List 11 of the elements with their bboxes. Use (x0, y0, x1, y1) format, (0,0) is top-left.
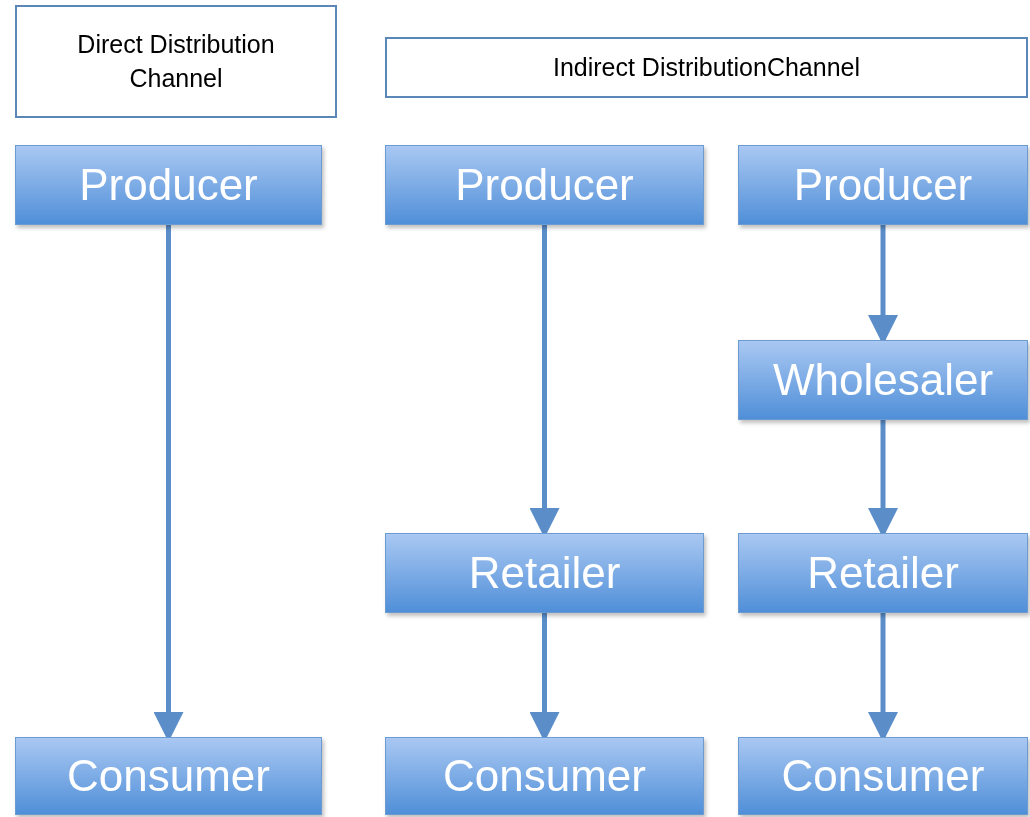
heading-box: Direct Distribution Channel (15, 5, 337, 118)
process-box: Consumer (738, 737, 1028, 815)
process-box: Wholesaler (738, 340, 1028, 420)
process-box: Consumer (385, 737, 704, 815)
process-box: Producer (738, 145, 1028, 225)
process-box: Producer (15, 145, 322, 225)
process-box: Producer (385, 145, 704, 225)
process-box: Consumer (15, 737, 322, 815)
process-box: Retailer (738, 533, 1028, 613)
process-box: Retailer (385, 533, 704, 613)
heading-box: Indirect DistributionChannel (385, 37, 1028, 98)
